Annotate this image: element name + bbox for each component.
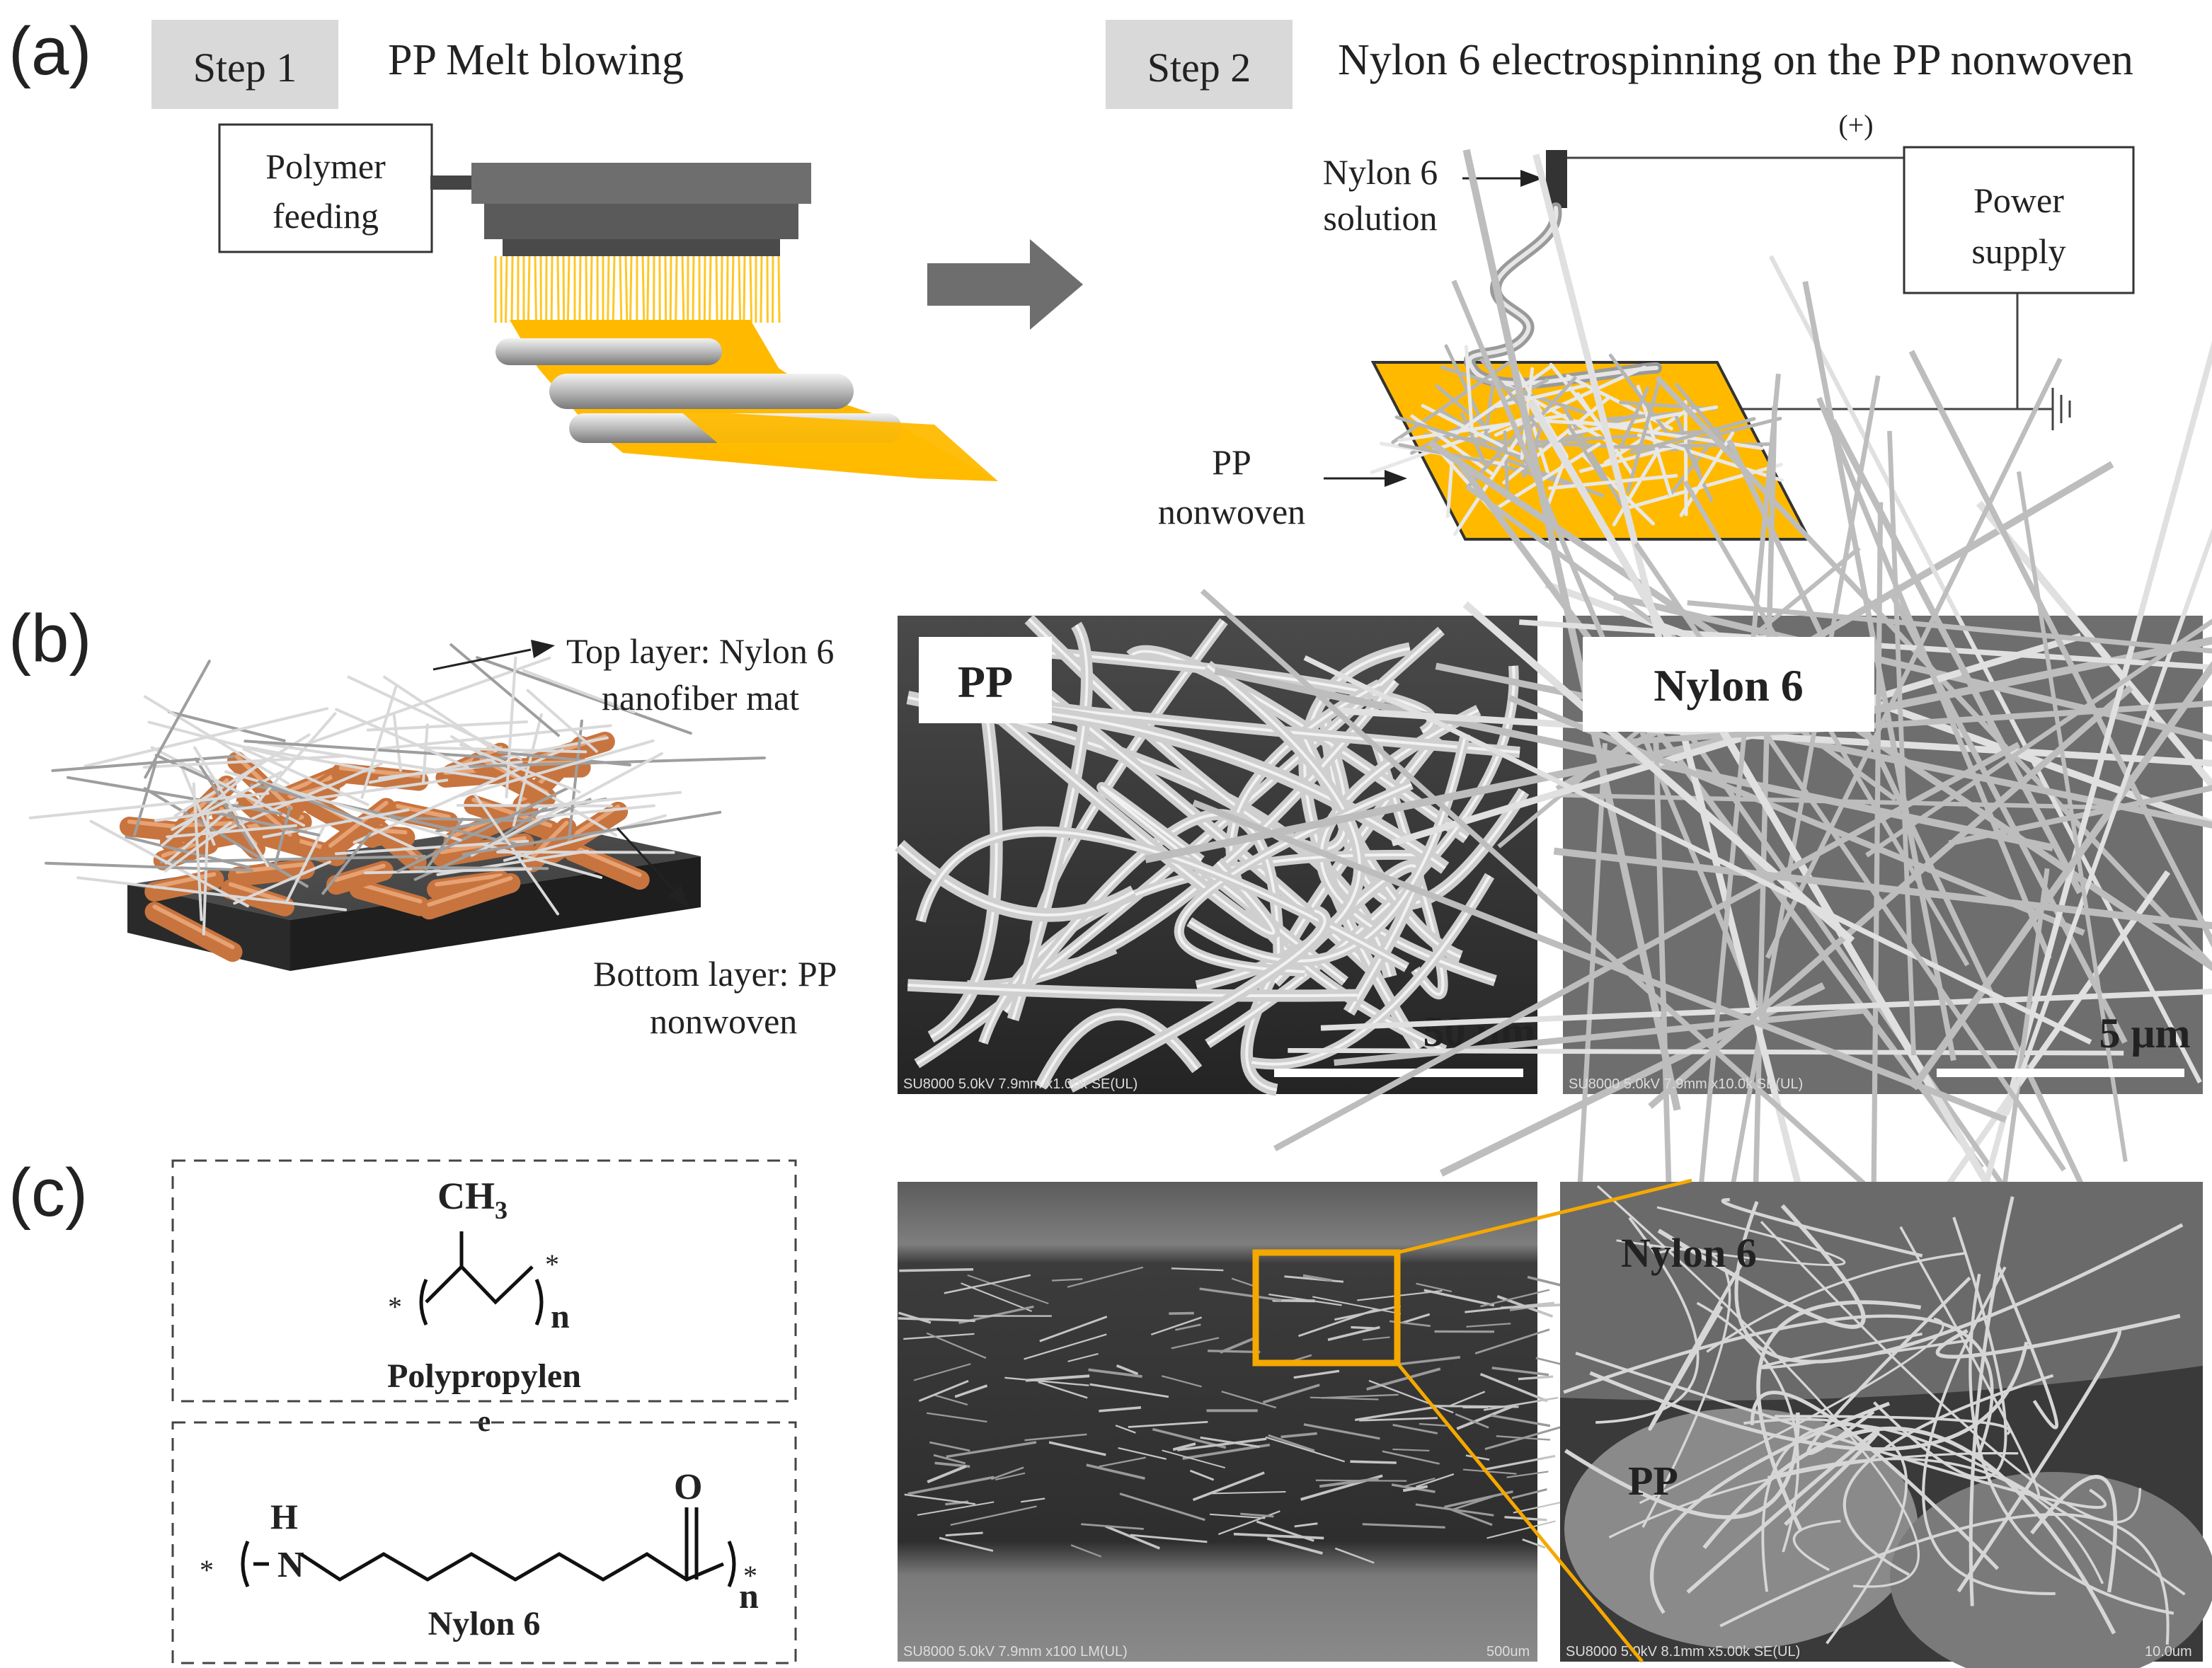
nylon-solution-line2: solution	[1323, 198, 1437, 238]
pp-repeat-n: n	[551, 1298, 570, 1335]
melt-blowing-die	[430, 163, 811, 256]
sem-cross-section: SU8000 5.0kV 7.9mm x100 LM(UL) 500um	[898, 1182, 1615, 1662]
nylon-name: Nylon 6	[428, 1605, 541, 1643]
panel-a-label: (a)	[8, 13, 91, 89]
panel-c-label: (c)	[8, 1155, 88, 1231]
nylon-solution-line1: Nylon 6	[1323, 152, 1438, 192]
melt-web-lower	[680, 410, 998, 481]
pp-name: Polypropylen	[387, 1357, 581, 1395]
sem-pp-label: PP	[958, 657, 1013, 707]
sem-pp-footer: SU8000 5.0kV 7.9mm x1.00k SE(UL)	[903, 1076, 1137, 1092]
pp-ch3-text: CH3	[437, 1175, 508, 1224]
sem-zoom-image: Nylon 6 PP SU8000 5.0kV 8.1mm x5.00k SE(…	[1560, 1182, 2212, 1668]
bottom-layer-line2: nonwoven	[650, 1001, 797, 1041]
nylon-oxygen: O	[674, 1467, 702, 1507]
sem-cross-footer: SU8000 5.0kV 7.9mm x100 LM(UL)	[903, 1644, 1128, 1660]
step2-title: Nylon 6 electrospinning on the PP nonwov…	[1338, 36, 2133, 84]
zoom-connector-lines	[1396, 1178, 1692, 1663]
sem-pp-scale-bar	[1274, 1069, 1523, 1077]
positive-terminal: (+)	[1838, 109, 1873, 141]
panel-b-label: (b)	[8, 601, 91, 677]
pp-nonwoven-line2: nonwoven	[1158, 492, 1305, 531]
nylon-repeat-n: n	[739, 1576, 759, 1616]
panel-c: (c) CH3 * * n Polypropylen e N H O * * n	[8, 1155, 2212, 1668]
nylon-nanofiber-mesh	[28, 643, 766, 936]
top-layer-line1: Top layer: Nylon 6	[566, 631, 834, 671]
sem-nylon-label: Nylon 6	[1654, 660, 1804, 711]
pp-star-left: *	[388, 1291, 402, 1323]
nylon-hydrogen: H	[270, 1497, 298, 1536]
polymer-feeding-box	[218, 123, 433, 253]
step2-tag: Step 2	[1147, 45, 1251, 91]
sem-nylon-scale-bar	[1937, 1069, 2184, 1077]
step1-tag-bg	[151, 20, 338, 109]
pp-nonwoven-line1: PP	[1212, 442, 1251, 482]
sem-nylon-footer: SU8000 5.0kV 7.9mm x10.0k SE(UL)	[1569, 1076, 1803, 1092]
power-supply-line1: Power	[1973, 180, 2064, 220]
pp-structure	[419, 1231, 544, 1326]
nylon-star-left: *	[200, 1554, 214, 1586]
sem-zoom-scale: 10.0um	[2145, 1644, 2192, 1660]
nylon-structure-box	[171, 1421, 797, 1664]
sem-zoom-footer: SU8000 5.0kV 8.1mm x5.00k SE(UL)	[1566, 1644, 1800, 1660]
top-layer-line2: nanofiber mat	[602, 678, 799, 718]
power-supply-line2: supply	[1971, 231, 2065, 271]
bottom-layer-line1: Bottom layer: PP	[593, 954, 837, 994]
panel-a: (a) Step 1 PP Melt blowing Polymer feedi…	[8, 13, 2135, 541]
sem-nylon-scale-label: 5 μm	[2099, 1010, 2191, 1057]
nylon-structure	[241, 1507, 736, 1588]
zoom-label-nylon: Nylon 6	[1621, 1230, 1757, 1276]
zoom-label-pp: PP	[1628, 1458, 1678, 1504]
melt-fibers	[494, 255, 781, 323]
sem-cross-scale: 500um	[1486, 1644, 1530, 1660]
nylon-nitrogen: N	[277, 1545, 304, 1585]
step1-title: PP Melt blowing	[388, 36, 684, 84]
pp-name-tail: e	[478, 1405, 491, 1438]
process-arrow	[927, 239, 1083, 330]
pp-star-right: *	[545, 1248, 559, 1280]
top-layer-arrow	[432, 640, 555, 671]
power-supply-box	[1903, 146, 2135, 294]
polymer-feeding-line2: feeding	[273, 196, 379, 236]
zoom-region-box	[1252, 1249, 1401, 1367]
nonwoven-arrow	[1324, 470, 1407, 487]
polymer-feeding-line1: Polymer	[265, 146, 386, 186]
nylon-star-right: *	[743, 1560, 757, 1592]
pp-structure-box	[171, 1159, 797, 1403]
step2-tag-bg	[1106, 20, 1293, 109]
step1-tag: Step 1	[193, 45, 297, 91]
bottom-layer-arrow	[616, 827, 689, 909]
sem-pp-image: PP 50 μm SU8000 5.0kV 7.9mm x1.00k SE(UL…	[895, 614, 1537, 1096]
